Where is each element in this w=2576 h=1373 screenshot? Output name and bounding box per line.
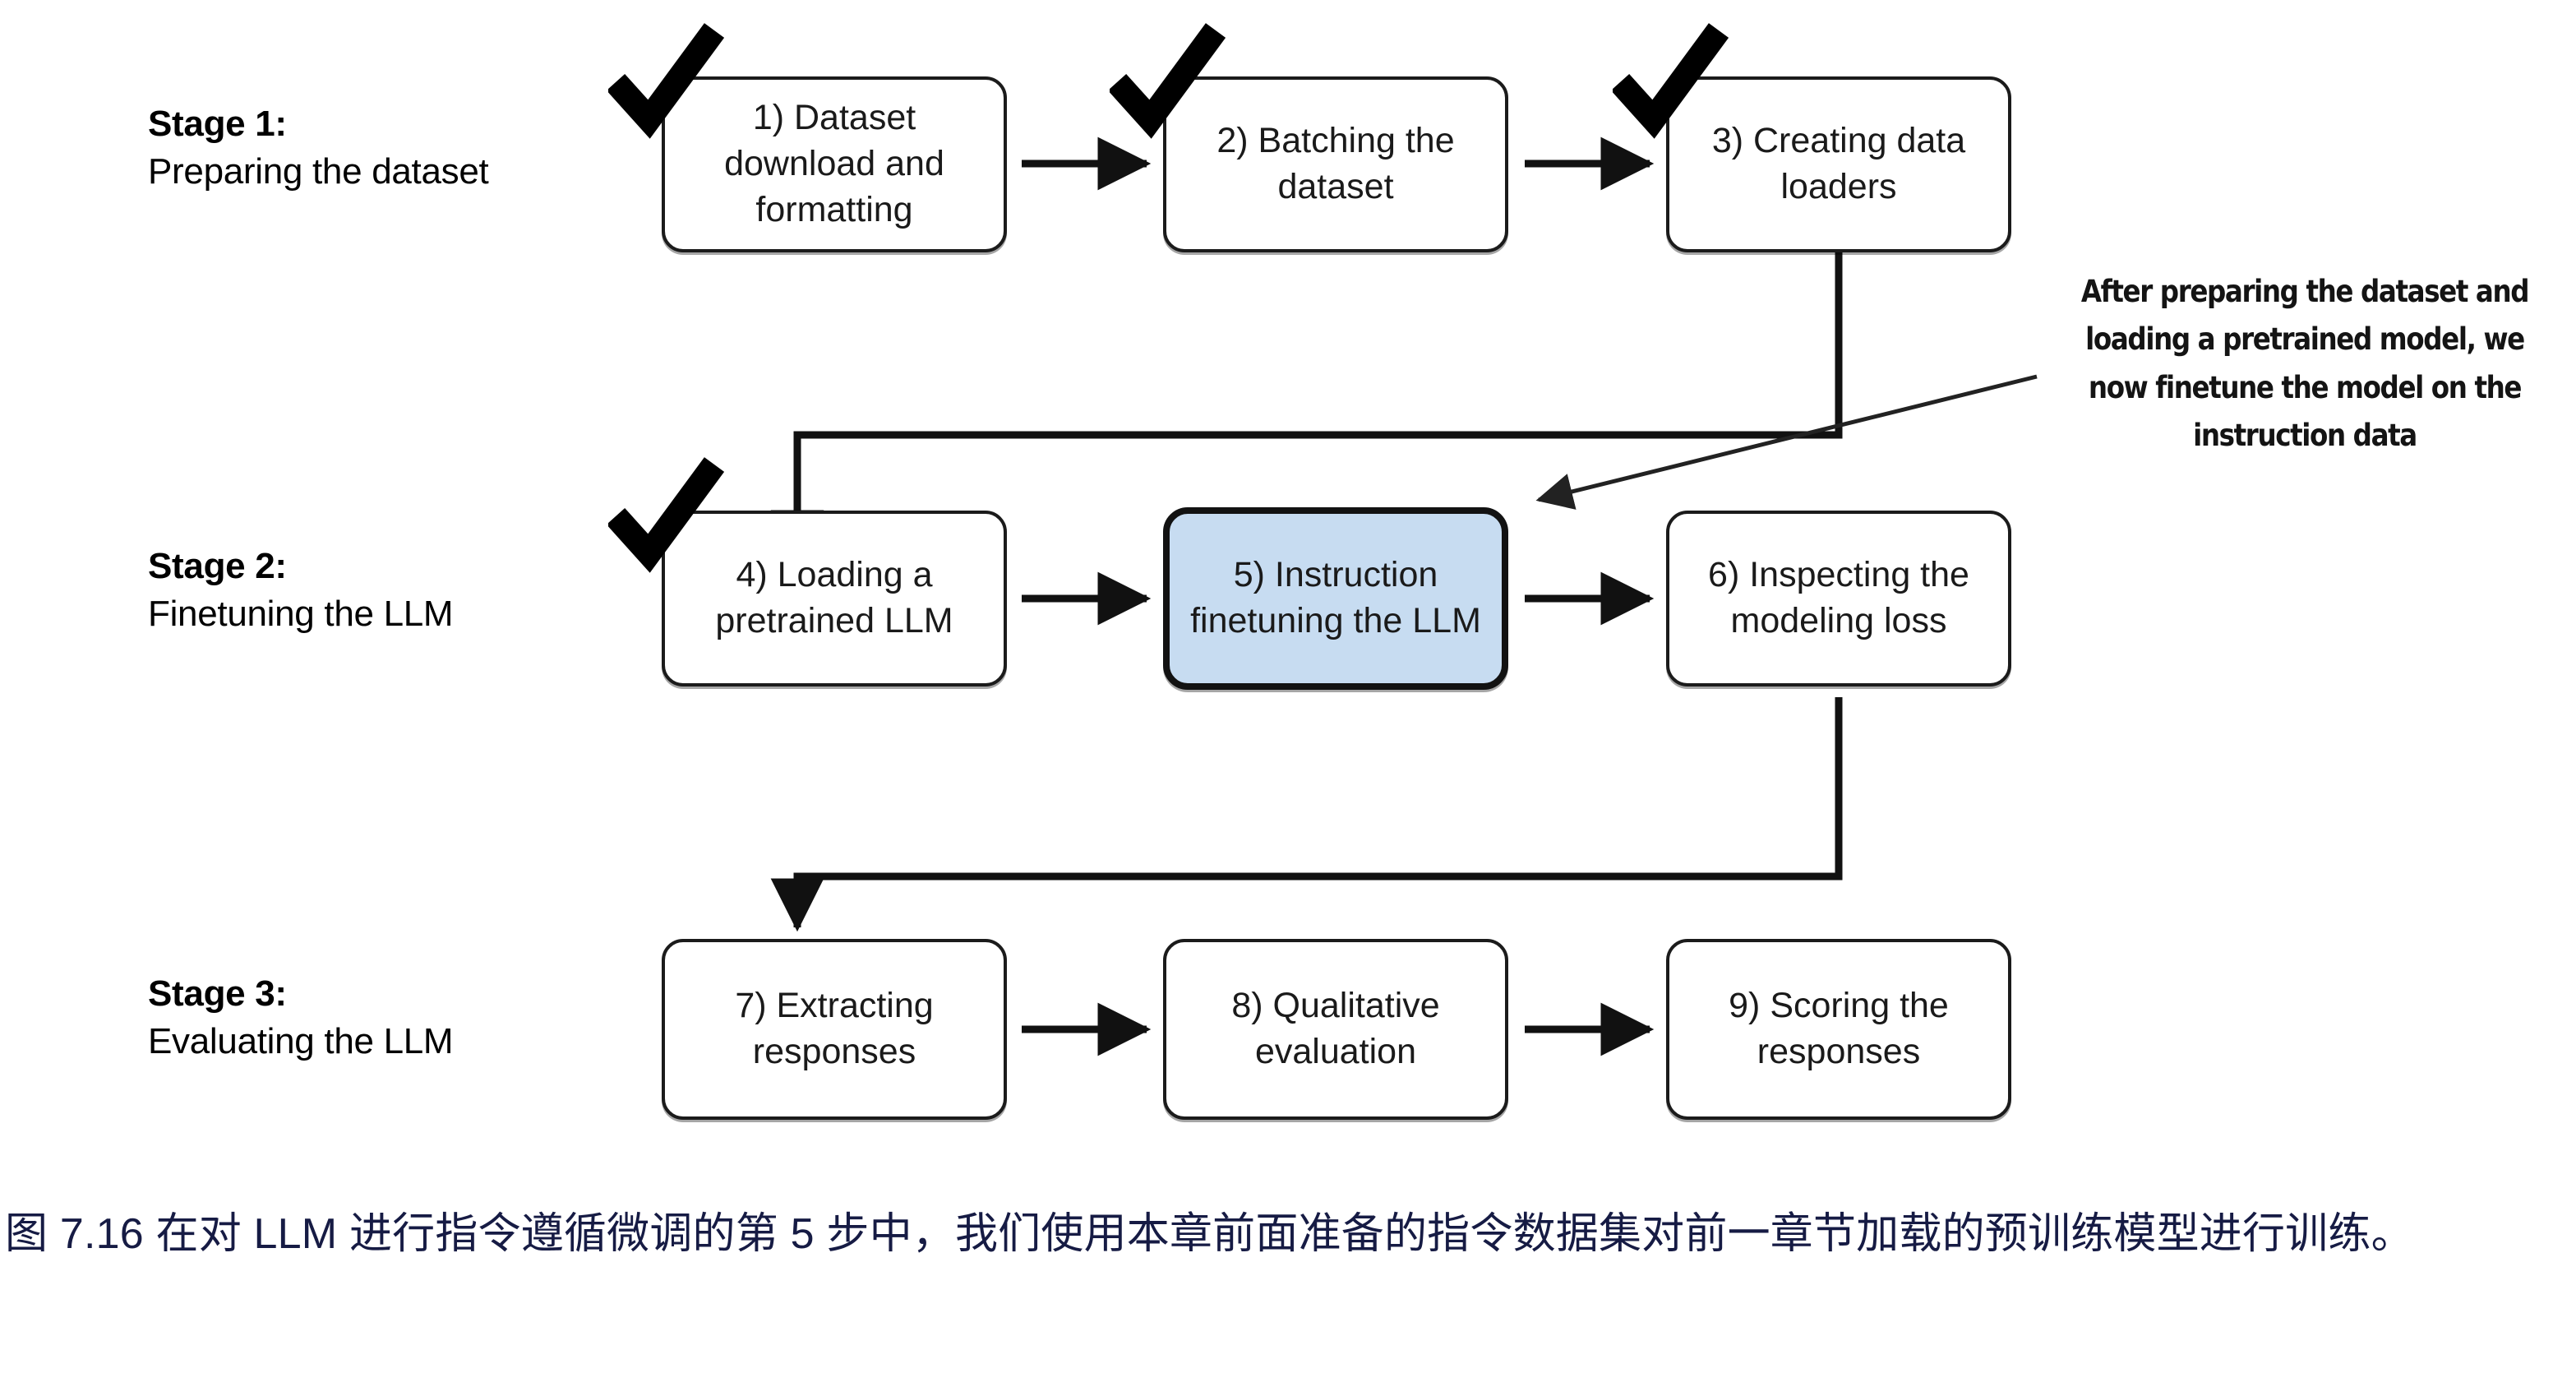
step-label-9: 9) Scoring the responses bbox=[1729, 986, 1949, 1071]
stage-2-title: Stage 2: bbox=[148, 546, 287, 586]
stage-1-subtitle: Preparing the dataset bbox=[148, 151, 489, 192]
arrow-step6-to-step7 bbox=[770, 697, 1843, 932]
stage-2-subtitle: Finetuning the LLM bbox=[148, 594, 454, 635]
step-box-7[interactable]: 7) Extracting responses bbox=[662, 939, 1007, 1120]
figure-caption: 图 7.16 在对 LLM 进行指令遵循微调的第 5 步中，我们使用本章前面准备… bbox=[5, 1210, 2414, 1258]
stage-1-label: Stage 1: Preparing the dataset bbox=[148, 100, 489, 196]
step-box-8[interactable]: 8) Qualitative evaluation bbox=[1163, 939, 1508, 1120]
step-label-2: 2) Batching the dataset bbox=[1216, 121, 1455, 206]
step-box-4[interactable]: 4) Loading a pretrained LLM bbox=[662, 511, 1007, 686]
annotation-pointer-arrow bbox=[1535, 374, 2038, 510]
step-label-3: 3) Creating data loaders bbox=[1711, 121, 1966, 206]
step-label-6: 6) Inspecting the modeling loss bbox=[1708, 555, 1969, 640]
step-label-1: 1) Dataset download and formatting bbox=[724, 98, 944, 229]
stage-2-label: Stage 2: Finetuning the LLM bbox=[148, 543, 454, 638]
step-label-8: 8) Qualitative evaluation bbox=[1231, 986, 1440, 1071]
stage-3-label: Stage 3: Evaluating the LLM bbox=[148, 970, 454, 1066]
stage-3-title: Stage 3: bbox=[148, 973, 287, 1014]
annotation-note: After preparing the dataset and loading … bbox=[2080, 274, 2530, 454]
stage-3-subtitle: Evaluating the LLM bbox=[148, 1021, 454, 1062]
step-box-2[interactable]: 2) Batching the dataset bbox=[1163, 76, 1508, 252]
step-box-6[interactable]: 6) Inspecting the modeling loss bbox=[1666, 511, 2011, 686]
stage-1-title: Stage 1: bbox=[148, 104, 287, 144]
step-label-4: 4) Loading a pretrained LLM bbox=[715, 555, 953, 640]
step-label-7: 7) Extracting responses bbox=[735, 986, 934, 1071]
step-box-3[interactable]: 3) Creating data loaders bbox=[1666, 76, 2011, 252]
step-box-1[interactable]: 1) Dataset download and formatting bbox=[662, 76, 1007, 252]
step-label-5: 5) Instruction finetuning the LLM bbox=[1190, 555, 1481, 640]
step-box-5[interactable]: 5) Instruction finetuning the LLM bbox=[1163, 507, 1508, 690]
step-box-9[interactable]: 9) Scoring the responses bbox=[1666, 939, 2011, 1120]
